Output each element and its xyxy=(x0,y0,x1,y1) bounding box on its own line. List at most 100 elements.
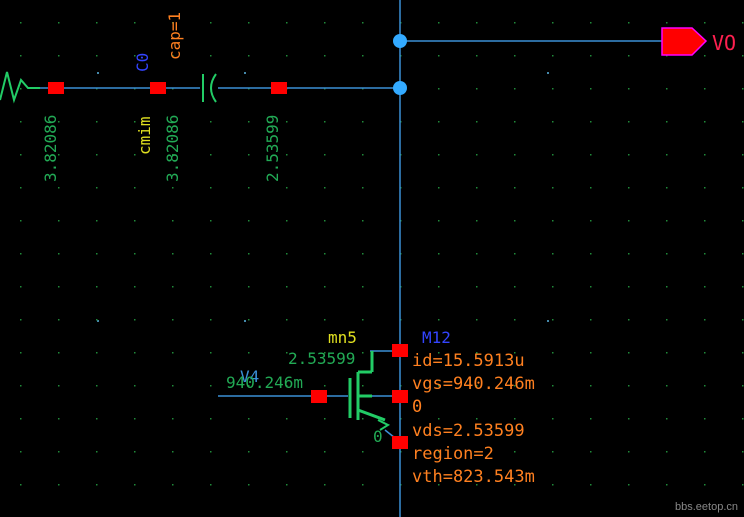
grid-dot xyxy=(704,484,706,486)
grid-dot xyxy=(248,418,250,420)
grid-dot xyxy=(96,418,98,420)
grid-dot xyxy=(20,220,22,222)
grid-dot xyxy=(210,253,212,255)
grid-dot xyxy=(96,187,98,189)
drain-pin[interactable] xyxy=(392,344,408,357)
grid-dot xyxy=(476,253,478,255)
grid-dot xyxy=(476,418,478,420)
grid-dot xyxy=(248,385,250,387)
grid-dot xyxy=(286,319,288,321)
grid-dot xyxy=(362,253,364,255)
grid-dot xyxy=(362,154,364,156)
grid-dot xyxy=(362,385,364,387)
grid-dot xyxy=(552,55,554,57)
grid-dot xyxy=(134,55,136,57)
grid-dot xyxy=(58,385,60,387)
op-vds: vds=2.53599 xyxy=(412,421,525,441)
grid-dot xyxy=(590,220,592,222)
grid-dot xyxy=(58,220,60,222)
grid-dot xyxy=(476,451,478,453)
grid-dot xyxy=(628,352,630,354)
grid-dot xyxy=(628,220,630,222)
grid-dot xyxy=(666,451,668,453)
grid-dot xyxy=(514,88,516,90)
grid-dot xyxy=(742,418,744,420)
transistor-model-label: mn5 xyxy=(328,328,357,347)
grid-dot xyxy=(286,55,288,57)
grid-dot xyxy=(628,187,630,189)
grid-dot xyxy=(628,121,630,123)
grid-dot xyxy=(362,352,364,354)
grid-dot xyxy=(552,187,554,189)
grid-dot xyxy=(172,55,174,57)
grid-dot xyxy=(704,253,706,255)
gate-pin[interactable] xyxy=(311,390,327,403)
cap-right-pin[interactable] xyxy=(271,82,287,94)
grid-dot xyxy=(324,385,326,387)
grid-dot xyxy=(210,418,212,420)
grid-dot xyxy=(552,385,554,387)
grid-dot xyxy=(666,121,668,123)
grid-dot xyxy=(134,319,136,321)
grid-dot xyxy=(590,187,592,189)
grid-dot xyxy=(134,154,136,156)
grid-dot xyxy=(666,220,668,222)
grid-dot xyxy=(210,22,212,24)
grid-dot xyxy=(210,319,212,321)
grid-dot xyxy=(438,22,440,24)
grid-dot xyxy=(704,121,706,123)
grid-dot xyxy=(666,187,668,189)
grid-dot xyxy=(590,484,592,486)
grid-dot xyxy=(552,253,554,255)
grid-dot xyxy=(704,385,706,387)
grid-dot xyxy=(438,286,440,288)
grid-dot xyxy=(20,319,22,321)
grid-dot xyxy=(742,55,744,57)
grid-dot xyxy=(134,385,136,387)
grid-dot xyxy=(324,352,326,354)
grid-dot xyxy=(210,187,212,189)
grid-dot xyxy=(628,22,630,24)
junction-dot xyxy=(393,81,407,95)
grid-dot xyxy=(362,418,364,420)
grid-dot xyxy=(742,22,744,24)
grid-dot xyxy=(590,418,592,420)
grid-dot xyxy=(628,253,630,255)
grid-dot xyxy=(324,187,326,189)
grid-dot xyxy=(134,121,136,123)
grid-dot xyxy=(514,352,516,354)
grid-dot xyxy=(58,352,60,354)
resistor-pin[interactable] xyxy=(48,82,64,94)
watermark: bbs.eetop.cn xyxy=(675,501,738,513)
grid-dot xyxy=(96,253,98,255)
grid-dot xyxy=(20,418,22,420)
grid-dot xyxy=(590,88,592,90)
grid-dot xyxy=(286,418,288,420)
grid-dot xyxy=(438,484,440,486)
vo-pin-icon[interactable] xyxy=(661,27,708,56)
grid-dot xyxy=(514,451,516,453)
grid-dot xyxy=(628,451,630,453)
grid-dot xyxy=(134,220,136,222)
grid-dot xyxy=(514,253,516,255)
body-voltage-label: 0 xyxy=(373,427,383,446)
grid-dot xyxy=(248,484,250,486)
grid-dot xyxy=(590,286,592,288)
op-region: region=2 xyxy=(412,444,494,464)
nmos-transistor-symbol[interactable] xyxy=(348,351,386,422)
grid-dot xyxy=(552,88,554,90)
grid-dot xyxy=(20,121,22,123)
source-pin[interactable] xyxy=(392,436,408,449)
grid-dot xyxy=(96,484,98,486)
grid-dot xyxy=(590,121,592,123)
grid-dot xyxy=(476,88,478,90)
cap-left-pin[interactable] xyxy=(150,82,166,94)
grid-dot xyxy=(248,154,250,156)
grid-dot xyxy=(552,154,554,156)
bulk-pin[interactable] xyxy=(392,390,408,403)
grid-dot xyxy=(704,451,706,453)
grid-dot xyxy=(666,286,668,288)
grid-dot xyxy=(666,319,668,321)
grid-dot xyxy=(704,22,706,24)
